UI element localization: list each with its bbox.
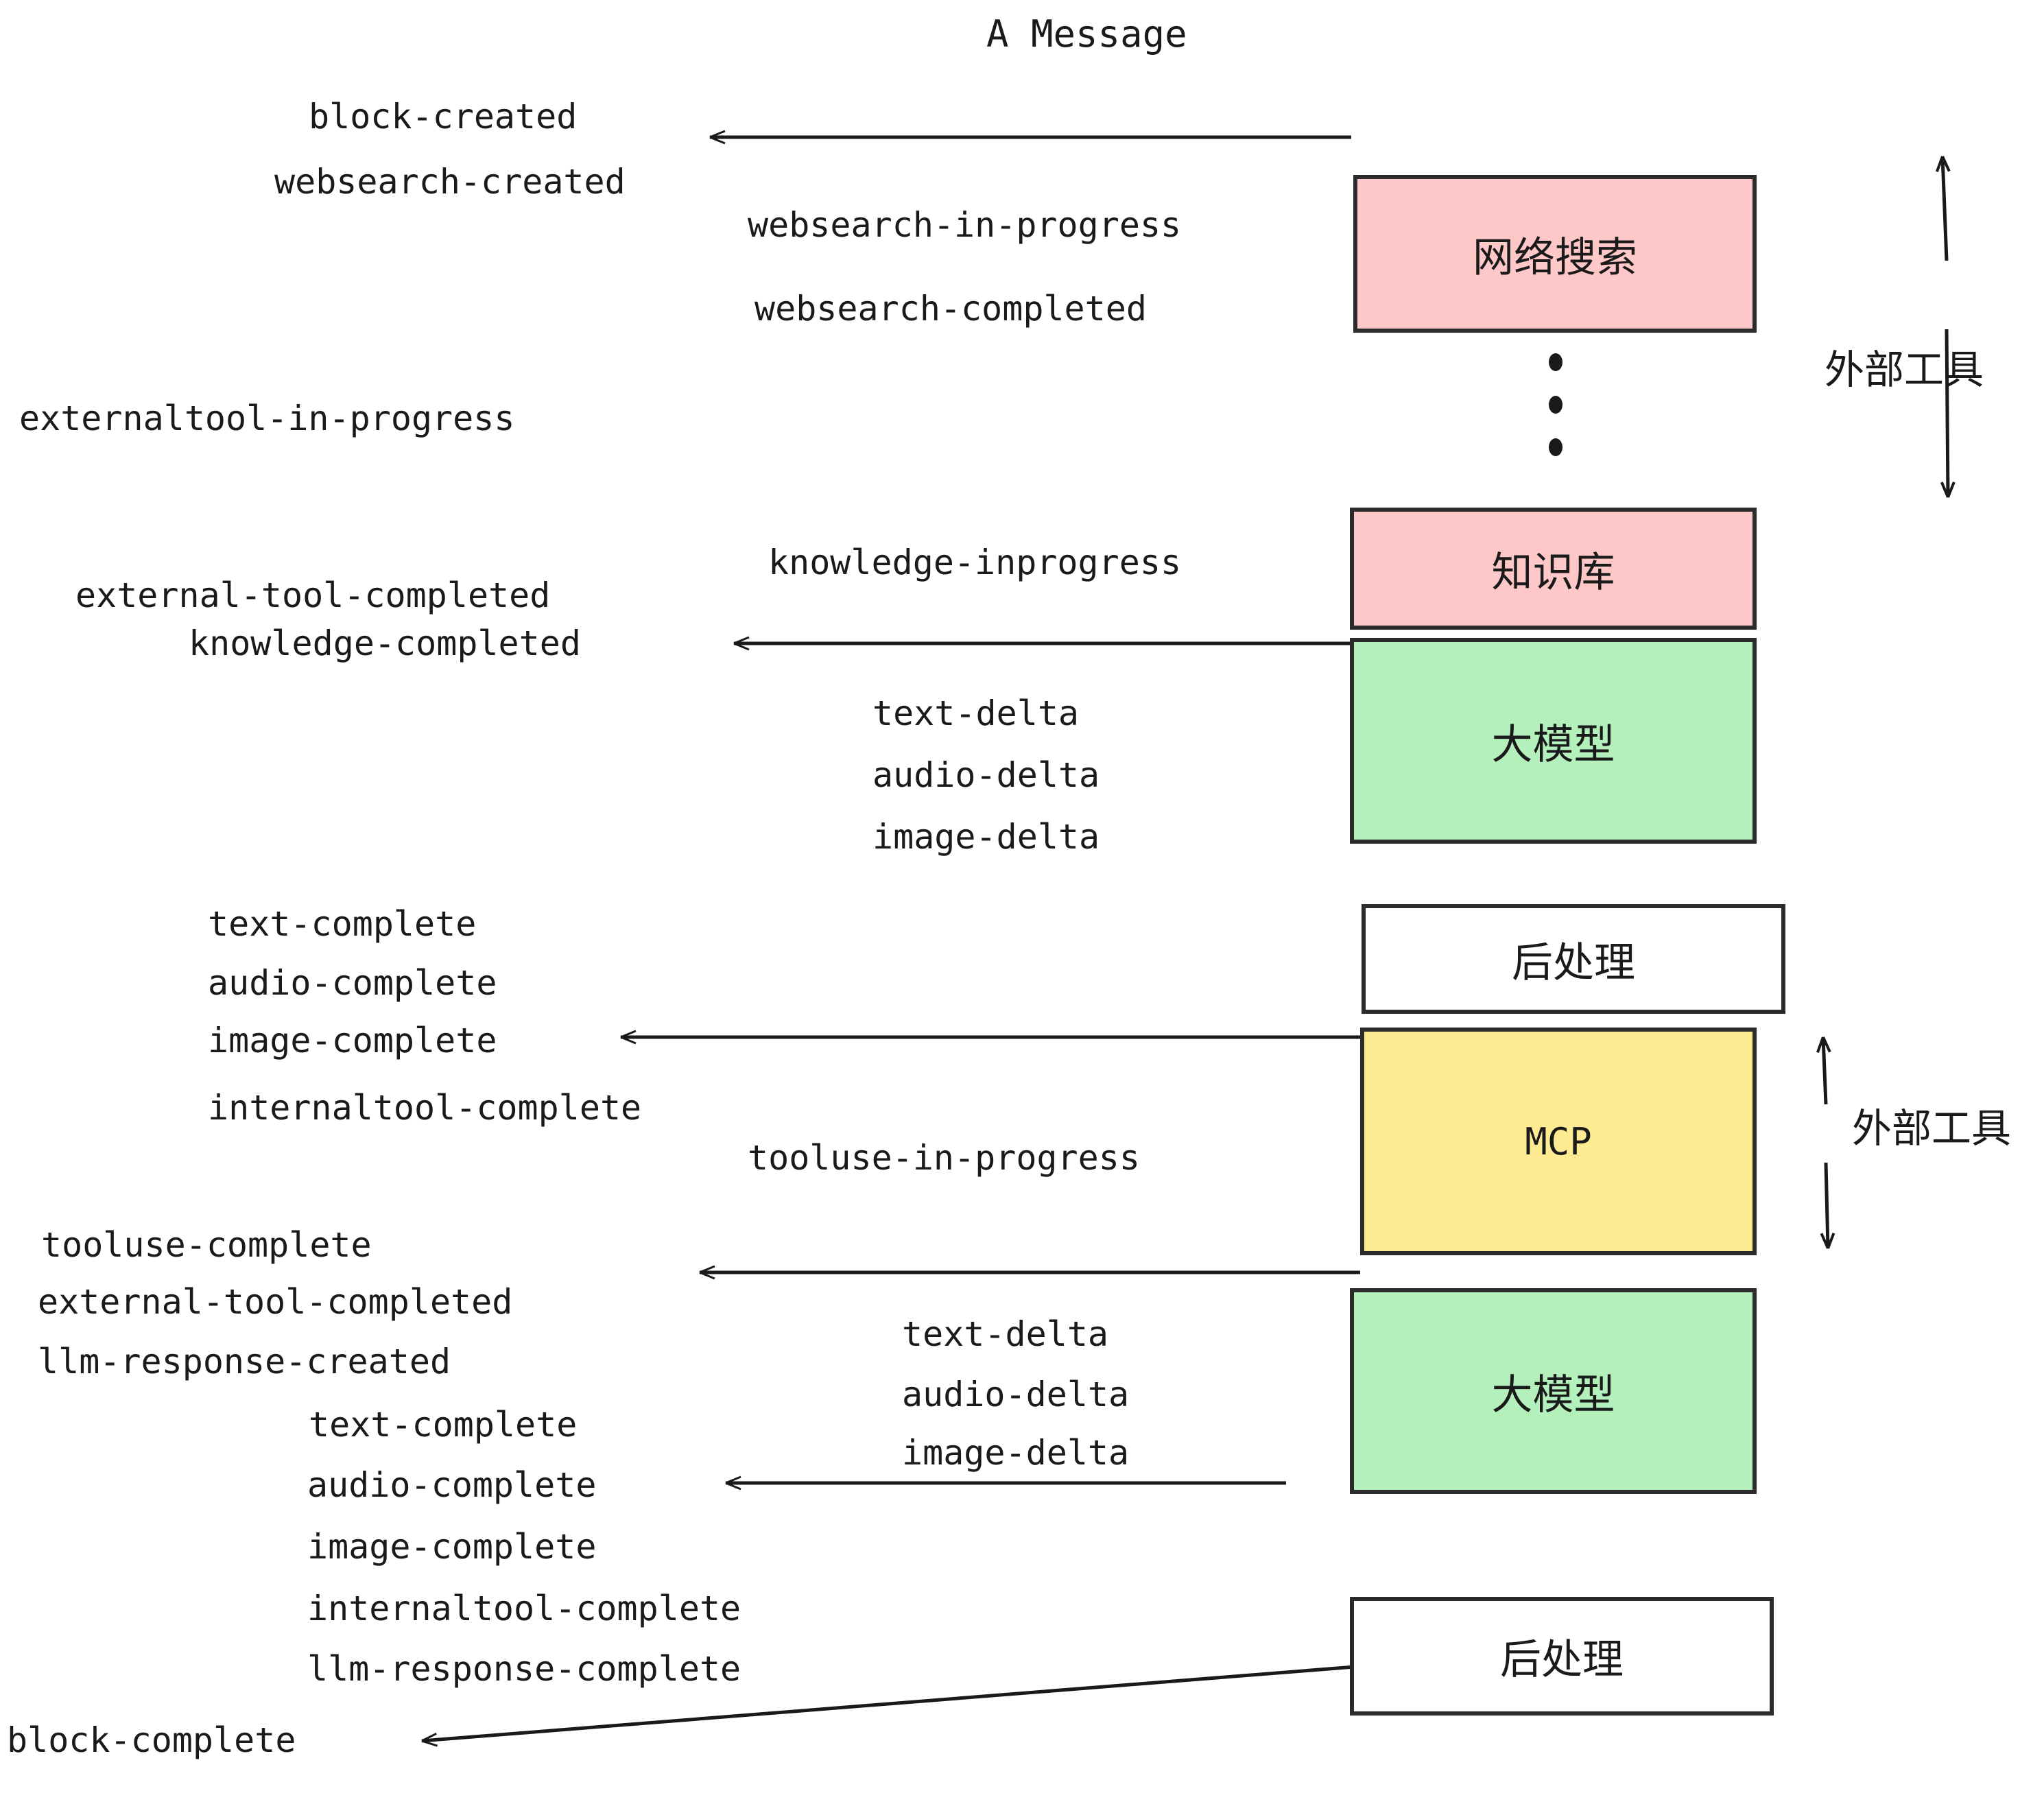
event-internaltool-complete-1: internaltool-complete	[208, 1088, 642, 1128]
event-block-created: block-created	[309, 97, 578, 137]
event-internaltool-complete-2: internaltool-complete	[307, 1589, 741, 1628]
node-llm-1-label: 大模型	[1491, 720, 1615, 769]
event-knowledge-inprogress: knowledge-inprogress	[768, 543, 1182, 582]
event-image-complete-1: image-complete	[208, 1021, 497, 1060]
ellipsis-dot-1	[1549, 353, 1562, 371]
diagram-title: A Message	[986, 12, 1187, 56]
node-mcp[interactable]: MCP	[1360, 1028, 1757, 1255]
event-external-tool-completed-1: external-tool-completed	[75, 575, 551, 615]
event-audio-delta-1: audio-delta	[872, 755, 1100, 795]
event-text-delta-1: text-delta	[872, 693, 1080, 733]
node-llm-2-label: 大模型	[1491, 1370, 1615, 1419]
event-external-tool-completed-2: external-tool-completed	[38, 1282, 513, 1322]
event-knowledge-completed: knowledge-completed	[189, 624, 581, 663]
side-label-external-tools-mcp: 外部工具	[1852, 1105, 2012, 1152]
side-label-external-tools-top: 外部工具	[1825, 346, 1984, 393]
arrow-external-tools-top-up	[1935, 156, 1951, 261]
event-image-complete-2: image-complete	[307, 1527, 597, 1567]
event-externaltool-in-progress: externaltool-in-progress	[19, 399, 515, 438]
event-websearch-created: websearch-created	[274, 162, 626, 202]
node-knowledge[interactable]: 知识库	[1350, 508, 1757, 630]
event-tooluse-in-progress: tooluse-in-progress	[748, 1138, 1140, 1178]
node-llm-2[interactable]: 大模型	[1350, 1288, 1757, 1494]
event-text-complete-1: text-complete	[208, 904, 477, 944]
node-postprocess-2[interactable]: 后处理	[1350, 1597, 1774, 1716]
event-audio-complete-1: audio-complete	[208, 963, 497, 1003]
arrow-external-tools-mcp-up	[1816, 1036, 1831, 1105]
event-block-complete: block-complete	[7, 1720, 296, 1760]
event-text-delta-2: text-delta	[902, 1314, 1109, 1354]
node-websearch-label: 网络搜索	[1473, 233, 1637, 282]
arrow-external-tools-mcp-down	[1820, 1162, 1835, 1249]
ellipsis-dot-2	[1549, 396, 1562, 414]
ellipsis-dot-3	[1549, 438, 1562, 456]
event-tooluse-complete: tooluse-complete	[41, 1225, 372, 1265]
node-websearch[interactable]: 网络搜索	[1353, 175, 1757, 333]
event-websearch-in-progress: websearch-in-progress	[748, 205, 1182, 245]
event-llm-response-created: llm-response-created	[38, 1342, 451, 1381]
event-text-complete-2: text-complete	[309, 1405, 578, 1445]
event-llm-response-complete: llm-response-complete	[307, 1649, 741, 1689]
event-image-delta-1: image-delta	[872, 817, 1100, 857]
node-llm-1[interactable]: 大模型	[1350, 638, 1757, 844]
event-websearch-completed: websearch-completed	[754, 289, 1147, 329]
node-knowledge-label: 知识库	[1491, 548, 1615, 597]
node-mcp-label: MCP	[1525, 1119, 1592, 1163]
node-postprocess-1-label: 后处理	[1512, 938, 1635, 987]
event-audio-complete-2: audio-complete	[307, 1465, 597, 1505]
node-postprocess-2-label: 后处理	[1500, 1636, 1624, 1684]
event-image-delta-2: image-delta	[902, 1433, 1130, 1473]
node-postprocess-1[interactable]: 后处理	[1362, 904, 1785, 1014]
event-audio-delta-2: audio-delta	[902, 1375, 1130, 1414]
